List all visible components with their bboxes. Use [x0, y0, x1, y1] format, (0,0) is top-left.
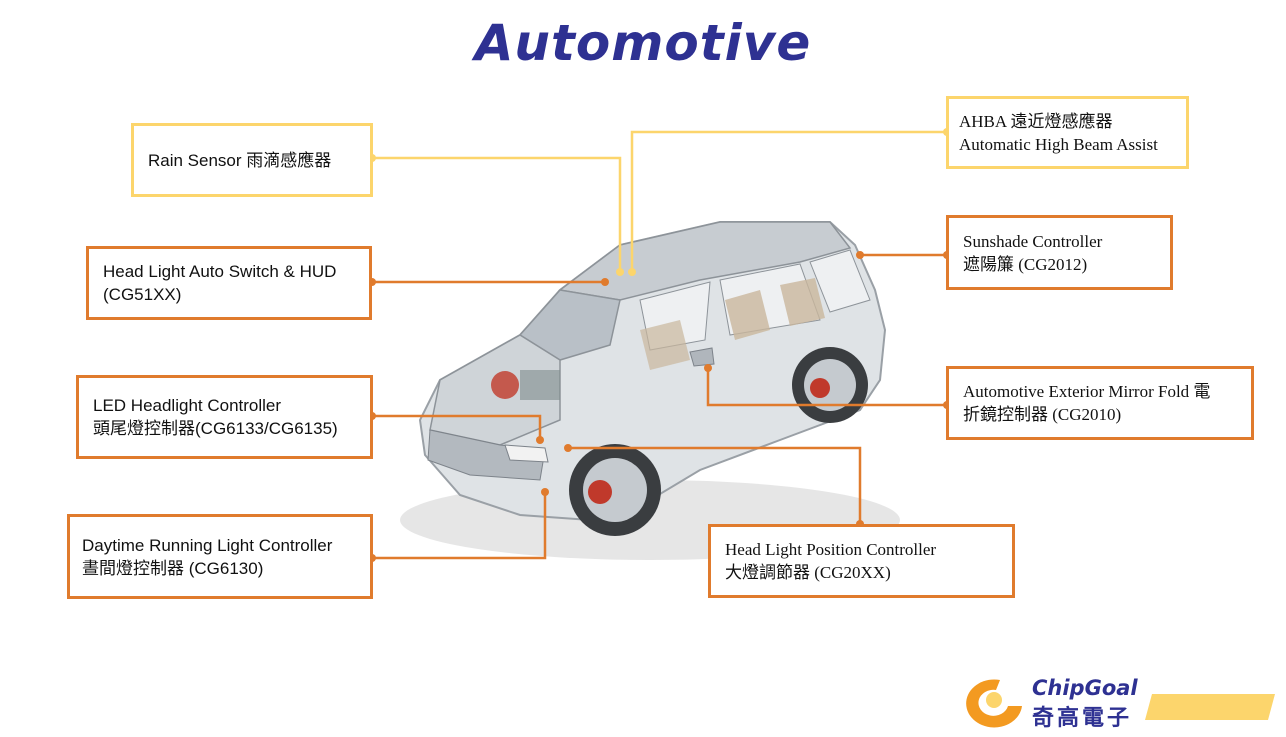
label-led-headlight: LED Headlight Controller 頭尾燈控制器(CG6133/CG… [76, 375, 373, 459]
connector-head-light-position [568, 446, 862, 524]
chipgoal-logo-mark [966, 679, 1275, 728]
connector-led-headlight [372, 414, 542, 440]
label-line: Head Light Auto Switch & HUD [103, 262, 337, 281]
label-line: Sunshade Controller [963, 231, 1103, 251]
label-line: Daytime Running Light Controller [82, 535, 333, 555]
connector-ahba [630, 130, 947, 272]
orange-connectors [372, 253, 947, 560]
page-title: Automotive [474, 14, 812, 72]
label-line: Automotive Exterior Mirror Fold 電 [963, 382, 1211, 401]
label-drl: Daytime Running Light Controller 晝間燈控制器 (… [67, 514, 373, 599]
label-rain-sensor: Rain Sensor 雨滴感應器 [131, 123, 373, 197]
label-line: 晝間燈控制器 (CG6130) [82, 558, 264, 578]
connector-drl [372, 492, 547, 560]
label-line: 頭尾燈控制器(CG6133/CG6135) [93, 419, 338, 438]
connector-mirror-fold [706, 368, 947, 407]
label-line: LED Headlight Controller [93, 396, 282, 415]
label-line: Rain Sensor 雨滴感應器 [148, 150, 332, 170]
yellow-connectors [372, 130, 947, 272]
label-line: 遮陽簾 (CG2012) [963, 254, 1088, 274]
connector-rain-sensor [372, 156, 622, 272]
logo-name-zh: 奇高電子 [1032, 706, 1133, 731]
label-sunshade: Sunshade Controller 遮陽簾 (CG2012) [946, 215, 1173, 290]
label-head-light-auto-switch: Head Light Auto Switch & HUD (CG51XX) [86, 246, 372, 320]
label-line: 折鏡控制器 (CG2010) [963, 405, 1122, 424]
logo-name-en: ChipGoal [1032, 676, 1138, 700]
label-line: Automatic High Beam Assist [959, 134, 1158, 154]
label-head-light-position: Head Light Position Controller 大燈調節器 (CG2… [708, 524, 1015, 598]
label-ahba: AHBA 遠近燈感應器 Automatic High Beam Assist [946, 96, 1189, 169]
label-mirror-fold: Automotive Exterior Mirror Fold 電折鏡控制器 (… [946, 366, 1254, 440]
car-illustration [400, 221, 900, 560]
label-line: Head Light Position Controller [725, 540, 937, 559]
label-line: 大燈調節器 (CG20XX) [725, 563, 891, 582]
label-line: AHBA 遠近燈感應器 [959, 111, 1113, 131]
label-line: (CG51XX) [103, 285, 182, 304]
